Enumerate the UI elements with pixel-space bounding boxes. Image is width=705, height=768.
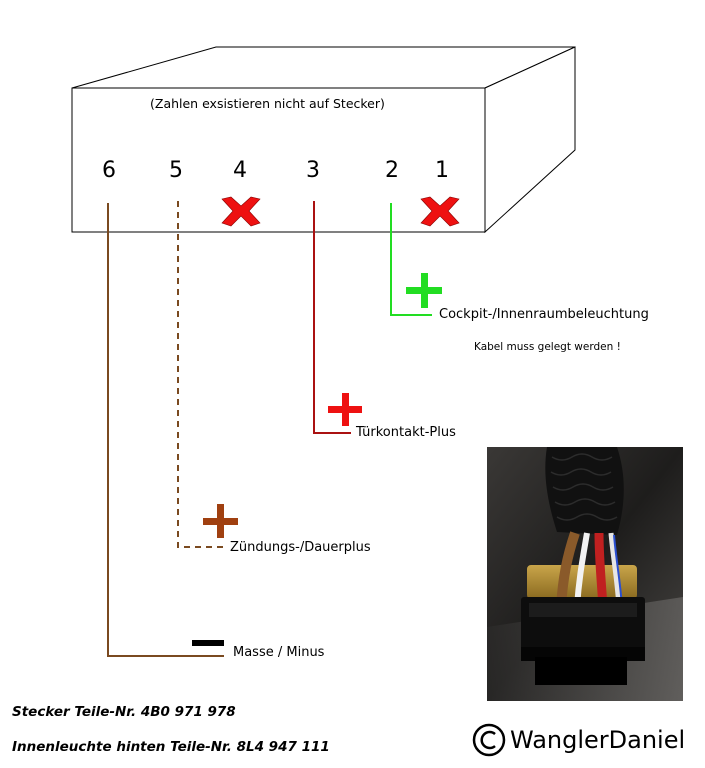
footer-stecker-part: Stecker Teile-Nr. 4B0 971 978 [12,704,236,720]
wire-pin-5-dashed [177,201,224,548]
plus-icon [203,504,238,538]
label-zuendung: Zündungs-/Dauerplus [230,540,371,555]
minus-icon [192,640,224,646]
plus-icon [328,393,362,426]
copyright-mark: WanglerDaniel [472,722,685,758]
copyright-name: WanglerDaniel [510,726,686,754]
copyright-icon [472,723,506,757]
header-note: (Zahlen exsistieren nicht auf Stecker) [150,96,385,111]
pin-number-3: 3 [306,158,320,183]
wire-pin-2-green [390,203,432,316]
pin-number-2: 2 [385,158,399,183]
pin-number-5: 5 [169,158,183,183]
footer-innenleuchte-part: Innenleuchte hinten Teile-Nr. 8L4 947 11… [12,739,330,755]
pin-number-4: 4 [233,158,247,183]
label-tuerkontakt: Türkontakt-Plus [356,425,456,440]
pin-number-1: 1 [435,158,449,183]
label-masse: Masse / Minus [233,645,325,660]
wire-pin-3-red [313,201,351,434]
pin-number-6: 6 [102,158,116,183]
plus-icon [406,273,442,308]
wire-pin-6-brown [107,203,224,657]
connector-housing [71,46,576,234]
disabled-pin-x-icon [221,196,460,227]
connector-photo [487,447,683,701]
label-kabel-note: Kabel muss gelegt werden ! [474,341,621,353]
label-cockpit: Cockpit-/Innenraumbeleuchtung [439,307,649,322]
